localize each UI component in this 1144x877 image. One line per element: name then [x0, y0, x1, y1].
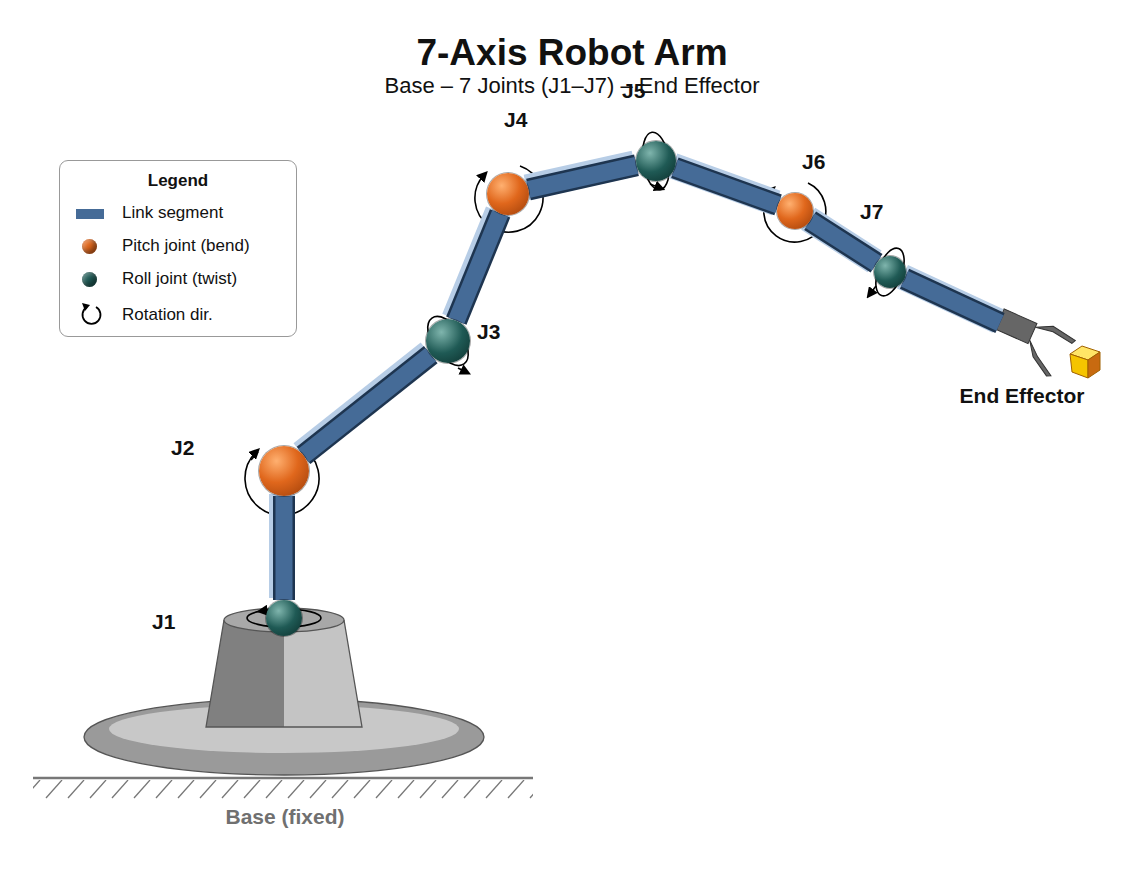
- ground-hatch: [33, 779, 533, 799]
- pedestal-left: [206, 620, 284, 727]
- legend-row: Roll joint (twist): [74, 267, 289, 293]
- legend-swatch: [76, 209, 104, 219]
- joint-label: J3: [477, 320, 500, 344]
- joint-label: J7: [860, 200, 883, 224]
- pitch-joint: J6: [777, 193, 813, 229]
- legend-icon: [76, 299, 106, 327]
- legend-swatch: [82, 272, 97, 287]
- legend-row: Rotation dir.: [74, 303, 289, 329]
- subtitle: Base – 7 Joints (J1–J7) – End Effector: [0, 73, 1144, 99]
- link-segment: [903, 277, 1000, 323]
- link-segment: [808, 219, 876, 264]
- link-segment: [282, 494, 284, 600]
- pedestal-outline: [206, 620, 362, 727]
- end-effector: End Effector: [1000, 312, 1104, 382]
- part-label: End Effector: [942, 384, 1102, 408]
- legend-heading: Legend: [60, 171, 296, 191]
- roll-joint: J1: [266, 600, 302, 636]
- roll-joint: J3: [426, 319, 470, 363]
- link-segment: [302, 353, 431, 456]
- legend-box: LegendLink segmentPitch joint (bend) Roll…: [59, 160, 297, 337]
- joint-label: J5: [622, 79, 645, 103]
- pitch-joint: J4: [487, 173, 529, 215]
- legend-row: Pitch joint (bend): [74, 234, 289, 260]
- ground-line: [33, 777, 533, 780]
- joint-label: J4: [504, 108, 527, 132]
- title: 7-Axis Robot Arm: [0, 32, 1144, 74]
- link-segment: [454, 211, 500, 320]
- link-segment: [526, 163, 636, 189]
- joint-label: J1: [152, 610, 175, 634]
- legend-row: Link segment: [74, 201, 289, 227]
- legend-swatch: [82, 239, 97, 254]
- target-cube: [1070, 346, 1100, 378]
- part-label: Base (fixed): [85, 805, 485, 829]
- pedestal-right: [284, 620, 362, 727]
- joint-label: J6: [802, 150, 825, 174]
- legend-text: Pitch joint (bend): [122, 236, 250, 256]
- legend-text: Roll joint (twist): [122, 269, 237, 289]
- legend-text: Link segment: [122, 203, 223, 223]
- pitch-joint: J2: [259, 446, 309, 496]
- rotation-arrows: [245, 130, 910, 627]
- legend-text: Rotation dir.: [122, 305, 213, 325]
- joint-label: J2: [171, 436, 194, 460]
- roll-joint: J7: [874, 256, 906, 288]
- roll-joint: J5: [636, 141, 676, 181]
- link-segment: [673, 166, 778, 205]
